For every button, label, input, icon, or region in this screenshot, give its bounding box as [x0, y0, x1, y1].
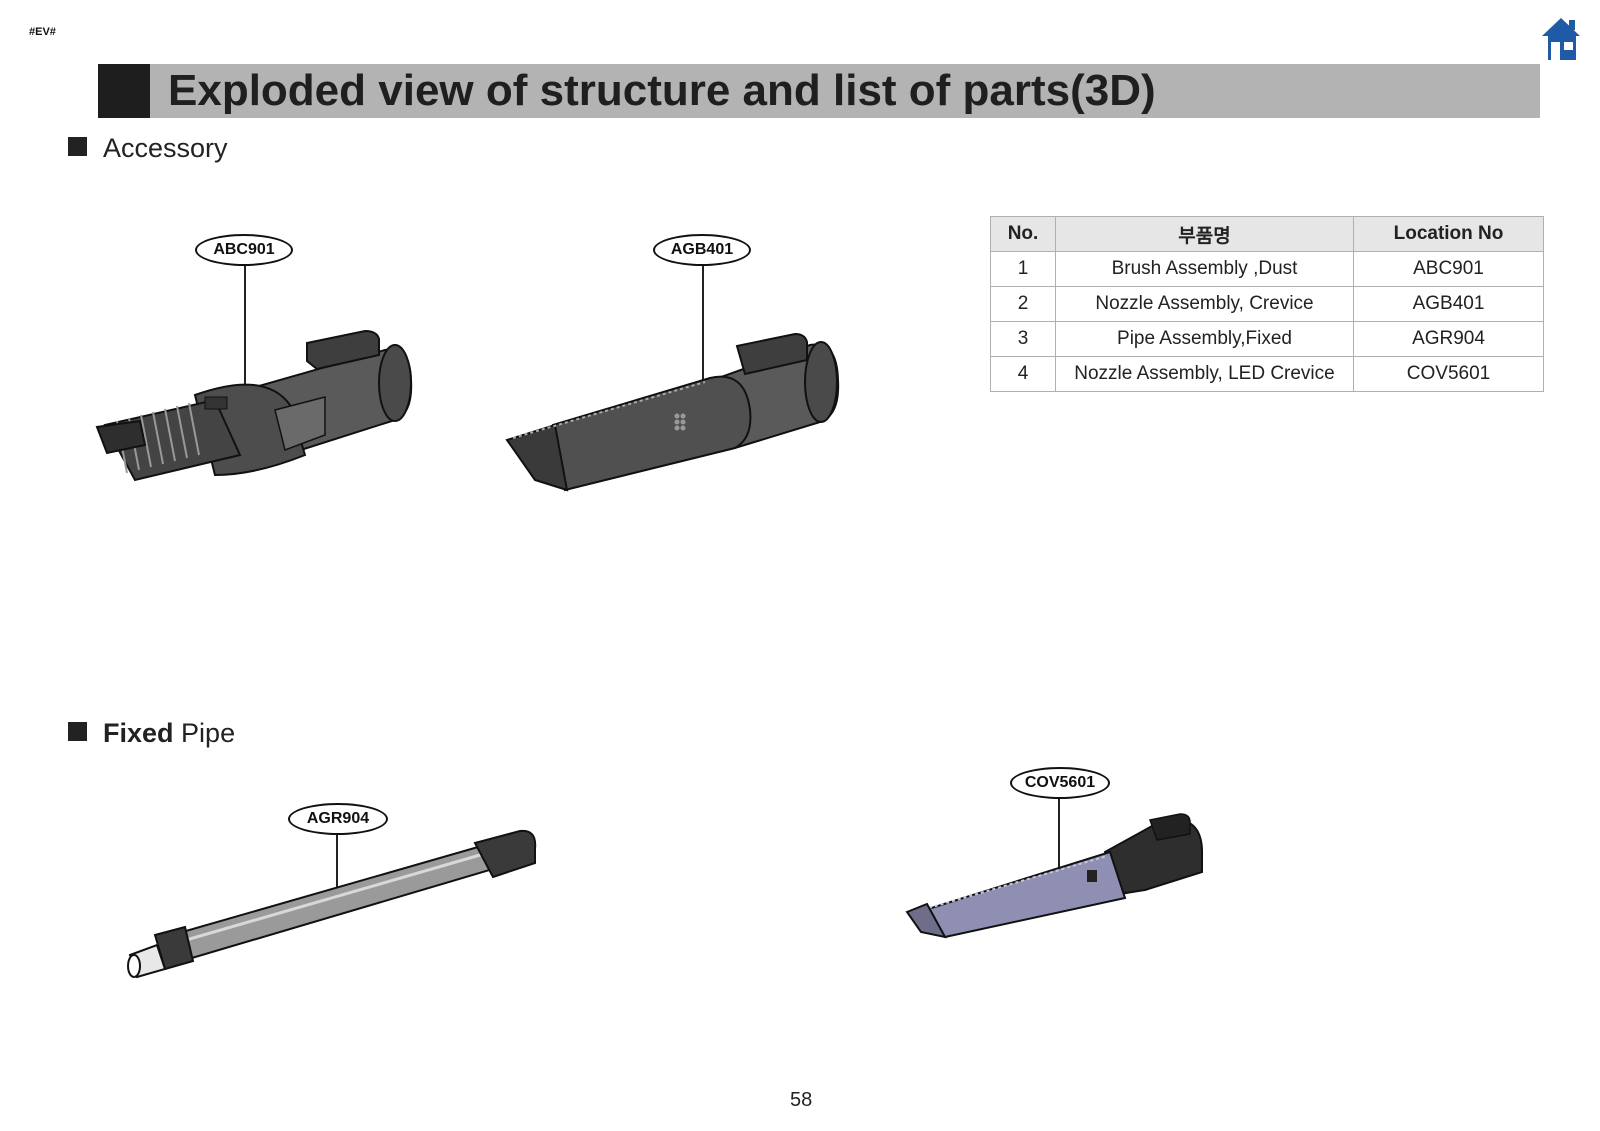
leader-line-brush — [244, 266, 246, 394]
leader-line-crevice — [702, 266, 704, 380]
title-block — [98, 64, 150, 118]
table-row: 1 Brush Assembly ,Dust ABC901 — [990, 251, 1544, 287]
section-bullet — [68, 722, 87, 741]
page-title: Exploded view of structure and list of p… — [168, 66, 1156, 115]
leader-line-pipe — [336, 835, 338, 897]
fixed-pipe-image — [127, 829, 537, 979]
table-cell-name: Nozzle Assembly, Crevice — [1055, 286, 1354, 322]
title-bar — [98, 64, 1540, 118]
crevice-nozzle-image — [505, 332, 840, 492]
table-cell-location: ABC901 — [1353, 251, 1544, 287]
leader-line-led-crevice — [1058, 799, 1060, 871]
section-accessory: Accessory — [68, 133, 228, 164]
corner-tag: #EV# — [29, 26, 56, 38]
table-cell-no: 3 — [990, 321, 1056, 357]
part-label-brush: ABC901 — [195, 234, 293, 266]
section-fixed-pipe-title-bold: Fixed — [103, 718, 174, 748]
table-row: 3 Pipe Assembly,Fixed AGR904 — [990, 321, 1544, 357]
page-number: 58 — [790, 1089, 813, 1111]
table-cell-no: 2 — [990, 286, 1056, 322]
part-label-pipe: AGR904 — [288, 803, 388, 835]
table-cell-name: Brush Assembly ,Dust — [1055, 251, 1354, 287]
table-row: 4 Nozzle Assembly, LED Crevice COV5601 — [990, 356, 1544, 392]
parts-table: No. 부품명 Location No 1 Brush Assembly ,Du… — [990, 216, 1544, 392]
table-cell-no: 4 — [990, 356, 1056, 392]
section-fixed-pipe-title-rest: Pipe — [181, 718, 236, 748]
table-header-no: No. — [990, 216, 1056, 252]
table-cell-location: COV5601 — [1353, 356, 1544, 392]
section-fixed-pipe: Fixed Pipe — [68, 718, 235, 749]
home-icon[interactable] — [1540, 16, 1582, 62]
table-header-part-name: 부품명 — [1055, 216, 1354, 252]
section-bullet — [68, 137, 87, 156]
table-header-row: No. 부품명 Location No — [990, 216, 1544, 252]
table-row: 2 Nozzle Assembly, Crevice AGB401 — [990, 286, 1544, 322]
led-crevice-nozzle-image — [905, 813, 1203, 939]
table-cell-name: Nozzle Assembly, LED Crevice — [1055, 356, 1354, 392]
dust-brush-image — [95, 329, 413, 482]
table-cell-location: AGB401 — [1353, 286, 1544, 322]
table-cell-no: 1 — [990, 251, 1056, 287]
part-label-crevice: AGB401 — [653, 234, 751, 266]
table-cell-location: AGR904 — [1353, 321, 1544, 357]
section-accessory-title: Accessory — [103, 133, 228, 163]
table-cell-name: Pipe Assembly,Fixed — [1055, 321, 1354, 357]
table-header-location: Location No — [1353, 216, 1544, 252]
part-label-led-crevice: COV5601 — [1010, 767, 1110, 799]
